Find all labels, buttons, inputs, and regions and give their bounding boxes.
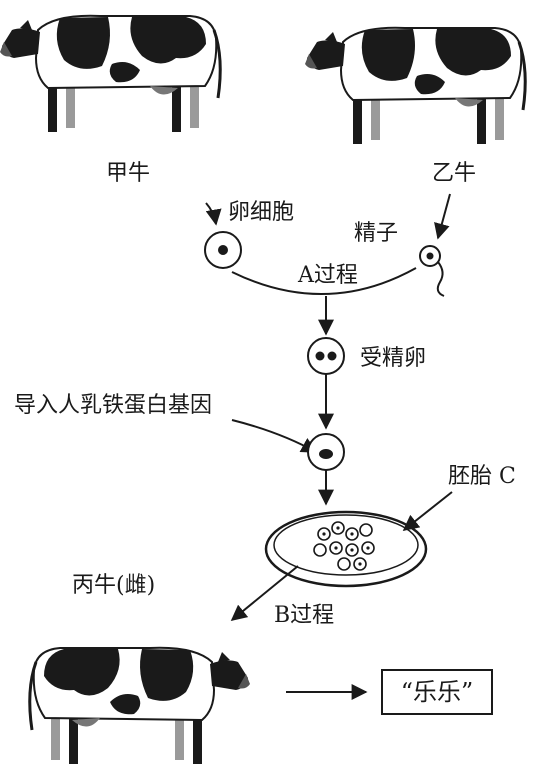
embryo-arrow <box>402 491 453 531</box>
process-b-arrow <box>230 565 299 622</box>
gene-label: 导入人乳铁蛋白基因 <box>14 393 212 418</box>
transgenic-cell-icon <box>307 433 345 471</box>
cow-c-label: 丙牛(雌) <box>72 573 155 598</box>
process-a-label: A过程 <box>297 263 358 288</box>
sperm-icon <box>419 245 445 297</box>
zygote-icon <box>307 337 345 375</box>
process-b-label: B过程 <box>274 603 334 628</box>
cow-a-label: 甲牛 <box>106 161 150 186</box>
zygote-label: 受精卵 <box>360 346 426 371</box>
sperm-arrow <box>434 193 451 240</box>
cow-b-label: 乙牛 <box>432 161 476 186</box>
result-box <box>381 669 493 715</box>
egg-cell-icon <box>204 231 242 269</box>
sperm-label: 精子 <box>354 221 398 246</box>
cow-c-icon <box>28 646 252 766</box>
gene-arrow <box>231 419 318 453</box>
result-label: “乐乐” <box>401 678 474 706</box>
egg-arrow <box>205 202 222 226</box>
cow-b-icon <box>303 26 527 146</box>
egg-label: 卵细胞 <box>228 200 294 225</box>
cow-a-icon <box>0 14 222 134</box>
fusion-curve <box>231 267 417 296</box>
embryo-icon <box>313 521 375 571</box>
embryo-label: 胚胎 C <box>448 464 516 489</box>
